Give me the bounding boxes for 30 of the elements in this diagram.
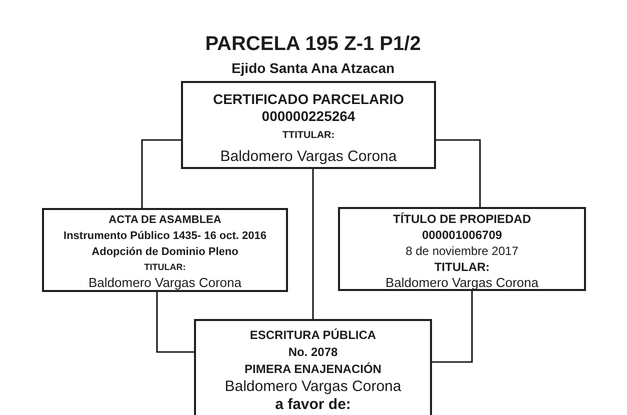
holder-label: TITULAR: bbox=[434, 259, 490, 275]
document-heading: CERTIFICADO PARCELARIO bbox=[212, 91, 404, 108]
document-number: 000001006709 bbox=[422, 227, 502, 243]
document-box bbox=[181, 81, 436, 169]
subtitle: Ejido Santa Ana Atzacan bbox=[231, 59, 395, 77]
document-number: No. 2078 bbox=[288, 344, 338, 361]
connector-line bbox=[432, 291, 473, 363]
connector-line bbox=[436, 139, 481, 207]
holder-name: Baldomero Vargas Corona bbox=[88, 275, 242, 291]
title: PARCELA 195 Z-1 P1/2 bbox=[205, 32, 421, 57]
holder-name: Baldomero Vargas Corona bbox=[220, 147, 397, 166]
document-heading: ACTA DE ASAMBLEA bbox=[108, 213, 222, 228]
document-heading: ESCRITURA PÚBLICA bbox=[250, 327, 376, 344]
transfer-label: a favor de: bbox=[275, 396, 351, 414]
document-box bbox=[42, 208, 288, 292]
connector-line bbox=[156, 292, 194, 353]
document-box bbox=[194, 319, 432, 415]
document-heading: TÍTULO DE PROPIEDAD bbox=[392, 211, 531, 227]
connector-line bbox=[141, 139, 181, 208]
document-subheading: PIMERA ENAJENACIÓN bbox=[244, 361, 382, 378]
instrument-text: Instrumento Público 1435- 16 oct. 2016 bbox=[64, 229, 266, 244]
document-box bbox=[338, 207, 586, 291]
connector-line bbox=[312, 169, 314, 319]
document-number: 000000225264 bbox=[262, 108, 356, 125]
document-date: 8 de noviembre 2017 bbox=[406, 243, 518, 259]
holder-name: Baldomero Vargas Corona bbox=[386, 275, 538, 291]
holder-label: TTITULAR: bbox=[282, 129, 335, 143]
holder-name: Baldomero Vargas Corona bbox=[224, 378, 402, 396]
document-subheading: Adopción de Dominio Pleno bbox=[92, 245, 238, 260]
holder-label: TITULAR: bbox=[144, 261, 186, 274]
